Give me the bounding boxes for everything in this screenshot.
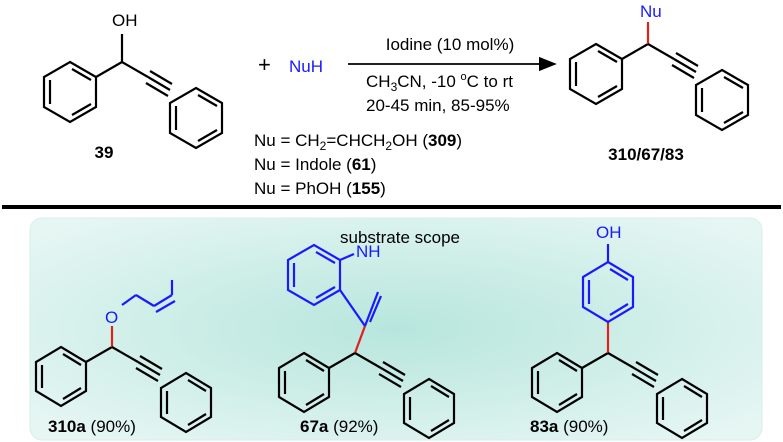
phenyl-ring [694, 68, 750, 132]
nu-option-allyl-alcohol: Nu = CH2=CHCH2OH (309) [254, 131, 462, 153]
condition-solvent: CH3CN, -10 oC to rt [366, 71, 513, 94]
nu-option-indole: Nu = Indole (61) [254, 155, 376, 174]
indole-nh-label: NH [356, 242, 381, 261]
indole-ring [286, 243, 383, 327]
product-83a-caption: 83a (90%) [530, 417, 608, 436]
product-nu-label: Nu [640, 2, 662, 21]
reactant-39 [42, 34, 224, 150]
product-310a [34, 280, 213, 434]
nu-option-phenol: Nu = PhOH (155) [254, 179, 386, 198]
product-310a-caption: 310a (90%) [48, 417, 136, 436]
phenyl-ring [168, 86, 224, 150]
scope-title: substrate scope [340, 228, 460, 247]
product-structure [568, 22, 750, 132]
phenyl-ring [42, 60, 98, 124]
ether-oxygen-label: O [105, 308, 118, 327]
plus-sign: + [258, 52, 271, 77]
condition-catalyst: Iodine (10 mol%) [386, 35, 515, 54]
product-number: 310/67/83 [608, 145, 684, 164]
nucleophile-label: NuH [289, 57, 323, 76]
product-67a [277, 243, 456, 440]
condition-time-yield: 20-45 min, 85-95% [366, 96, 510, 115]
phenyl-ring [568, 42, 624, 106]
nucleophile-list: Nu = CH2=CHCH2OH (309) Nu = Indole (61) … [254, 131, 462, 198]
phenyl-ring [402, 377, 456, 440]
phenol-ring [581, 244, 635, 324]
product-83a [530, 244, 709, 440]
reactant-number: 39 [95, 143, 114, 162]
phenol-oh-label: OH [596, 223, 622, 242]
phenyl-ring [655, 377, 709, 440]
hydroxyl-label: OH [112, 11, 138, 30]
product-67a-caption: 67a (92%) [300, 417, 378, 436]
phenyl-ring [159, 371, 213, 434]
scope-panel [29, 217, 763, 441]
